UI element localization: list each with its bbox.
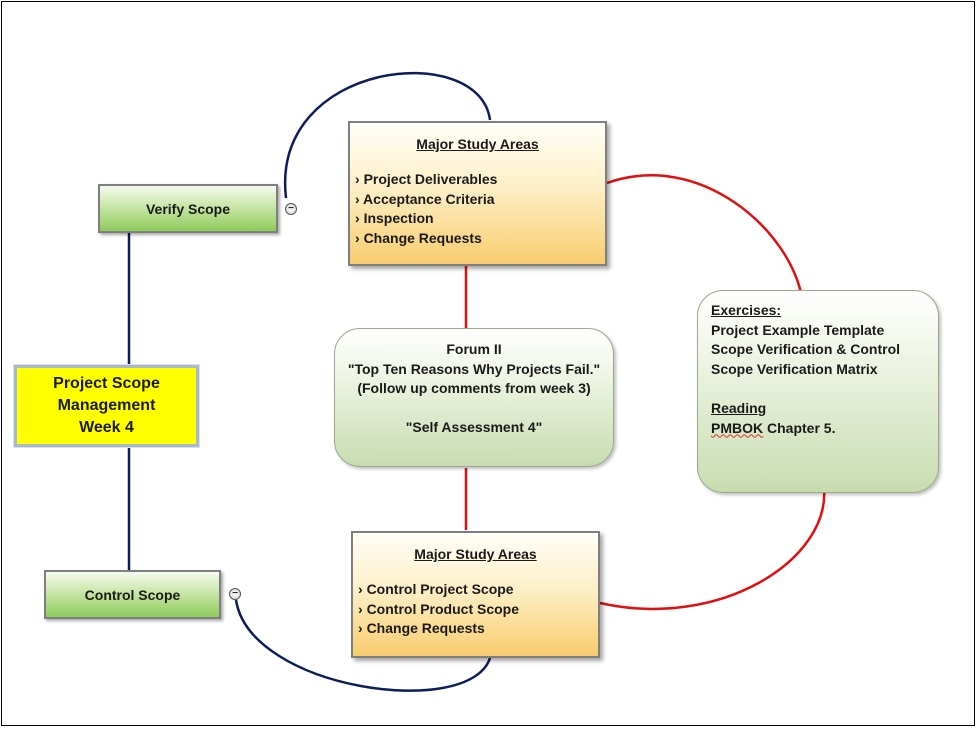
verify-scope-collapse-icon[interactable]: −	[285, 203, 297, 215]
list-item: Inspection	[355, 209, 605, 229]
reading-rest: Chapter 5.	[763, 419, 836, 436]
exercise-item: Scope Verification Matrix	[711, 360, 878, 377]
forum-line-2: "Top Ten Reasons Why Projects Fail."	[347, 360, 601, 377]
link-verify-study-top	[283, 71, 492, 199]
forum-line-3: (Follow up comments from week 3)	[357, 380, 591, 396]
verify-scope-label: Verify Scope	[145, 200, 231, 217]
exercises-node[interactable]: Exercises: Project Example Template Scop…	[697, 290, 939, 493]
exercises-heading: Exercises:	[711, 302, 782, 318]
exercise-item: Project Example Template	[711, 321, 885, 338]
list-item: Acceptance Criteria	[355, 190, 605, 210]
study-areas-top-title: Major Study Areas	[416, 136, 539, 152]
reading-line: PMBOK Chapter 5.	[711, 419, 938, 439]
forum-line-4	[335, 399, 613, 419]
list-item: Control Product Scope	[358, 600, 598, 620]
list-item: Control Project Scope	[358, 580, 598, 600]
list-item: Project Deliverables	[355, 170, 605, 190]
forum-node[interactable]: Forum II "Top Ten Reasons Why Projects F…	[334, 328, 614, 467]
central-topic-line-1: Project Scope	[53, 375, 160, 392]
exercises-spacer	[711, 379, 938, 399]
study-areas-top[interactable]: Major Study Areas Project Deliverables A…	[348, 121, 607, 266]
study-areas-bottom-title: Major Study Areas	[414, 546, 537, 562]
forum-line-1: Forum II	[446, 341, 502, 357]
exercise-item: Scope Verification & Control	[711, 341, 901, 358]
control-scope-collapse-icon[interactable]: −	[229, 588, 241, 600]
reading-word: PMBOK	[711, 419, 764, 436]
study-areas-top-list: Project Deliverables Acceptance Criteria…	[350, 170, 605, 249]
reading-heading: Reading	[711, 399, 767, 416]
link-control-study-bottom	[234, 599, 492, 692]
control-scope-node[interactable]: Control Scope	[44, 570, 221, 619]
control-scope-label: Control Scope	[84, 586, 181, 603]
study-areas-bottom[interactable]: Major Study Areas Control Project Scope …	[351, 531, 600, 658]
list-item: Change Requests	[358, 619, 598, 639]
link-exercises-study-bottom	[599, 487, 826, 611]
central-topic[interactable]: Project Scope Management Week 4	[13, 364, 200, 448]
central-topic-line-3: Week 4	[79, 419, 134, 436]
study-areas-bottom-list: Control Project Scope Control Product Sc…	[353, 580, 598, 639]
central-topic-line-2: Management	[57, 397, 156, 414]
verify-scope-node[interactable]: Verify Scope	[98, 184, 278, 233]
link-study-top-exercises	[606, 174, 804, 299]
list-item: Change Requests	[355, 229, 605, 249]
forum-line-5: "Self Assessment 4"	[405, 419, 543, 435]
